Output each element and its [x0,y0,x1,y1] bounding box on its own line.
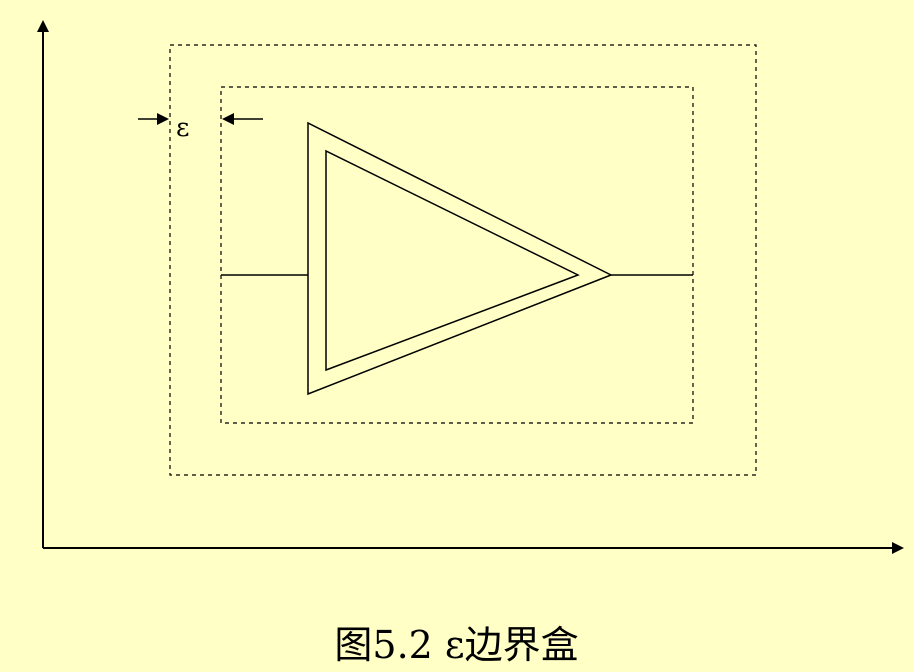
inner-dashed-box [220,86,694,424]
outer-dashed-box [169,44,757,476]
inner-triangle [325,149,580,372]
figure-caption: 图5.2 ε边界盒 [334,623,579,667]
epsilon-label: ε [176,113,189,143]
outer-triangle [307,121,613,396]
